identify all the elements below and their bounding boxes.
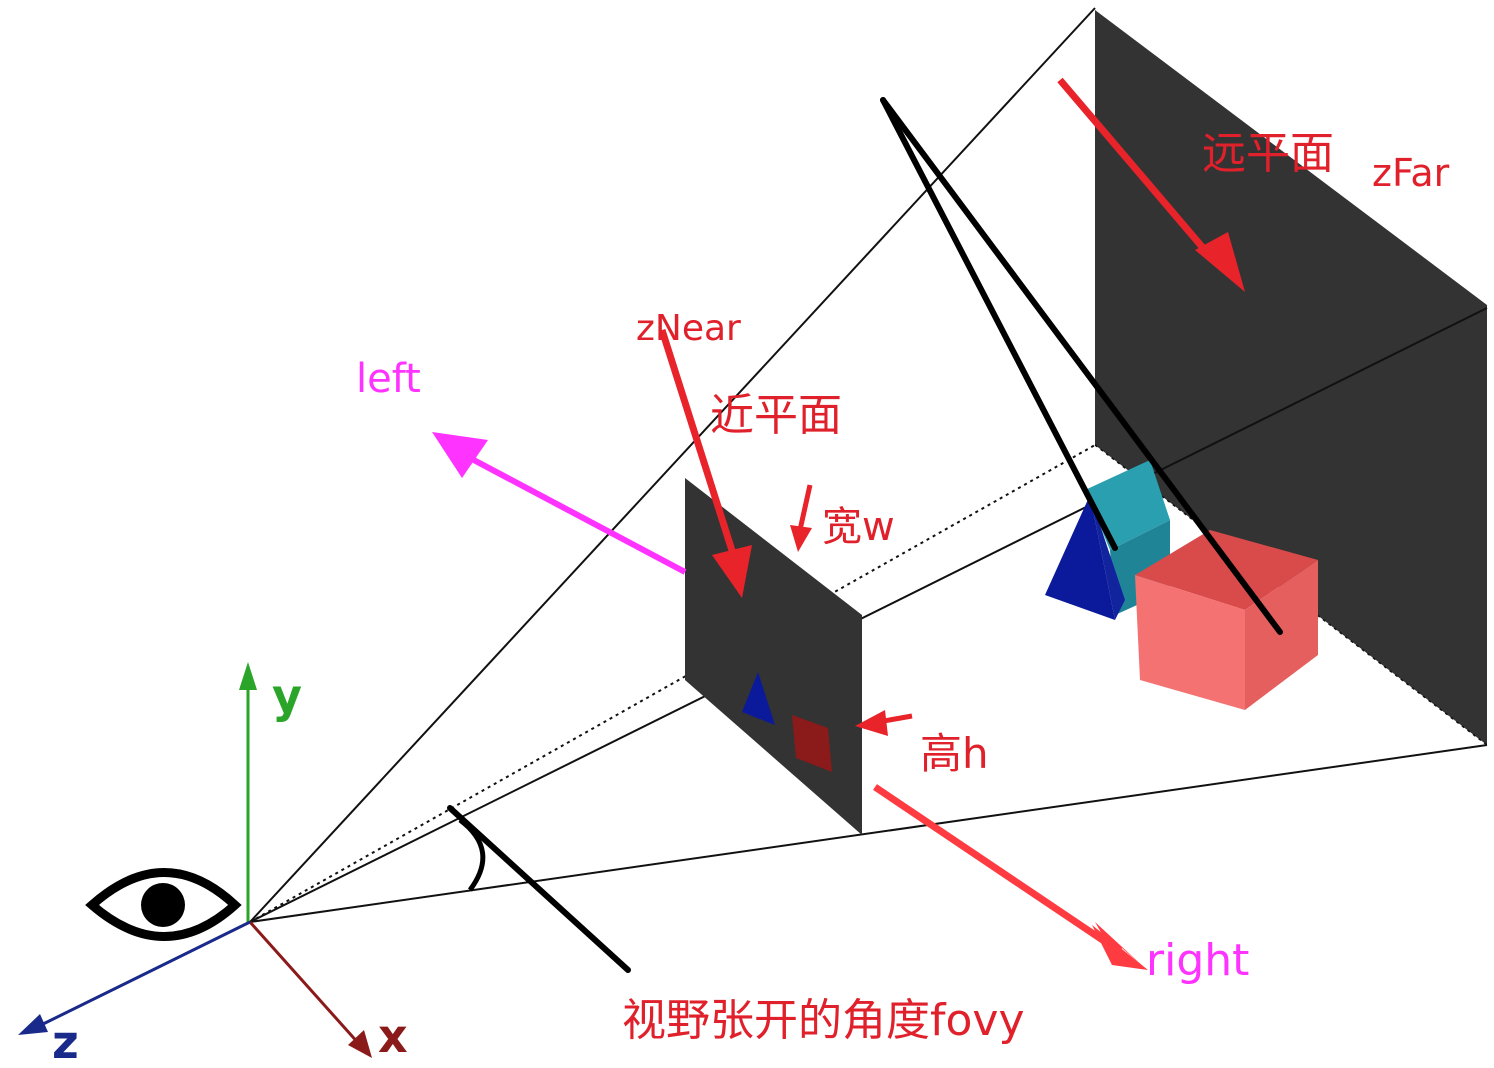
axis-x-label: x — [378, 1009, 408, 1063]
axis-y — [239, 662, 257, 922]
zfar-label: zFar — [1372, 151, 1450, 195]
eye-icon — [85, 868, 242, 941]
znear-arrow — [658, 328, 752, 598]
axis-z — [18, 920, 251, 1035]
axis-z-label: z — [52, 1015, 79, 1068]
axis-y-label: y — [272, 669, 302, 723]
height-arrow — [855, 710, 913, 736]
width-label: 宽w — [822, 504, 895, 550]
far-plane-arrow — [1057, 77, 1245, 292]
left-label: left — [356, 356, 421, 402]
pointer-lines — [447, 97, 1283, 973]
far-plane-label: 远平面 — [1202, 128, 1334, 179]
left-arrow — [432, 432, 687, 575]
right-arrow — [873, 784, 1148, 970]
width-arrow — [790, 484, 813, 552]
red-cube — [1135, 530, 1318, 710]
height-label: 高h — [920, 729, 989, 778]
near-plane-triangle — [742, 672, 775, 725]
fovy-label: 视野张开的角度fovy — [622, 995, 1025, 1046]
blue-pyramid — [1045, 495, 1125, 620]
znear-label: zNear — [636, 308, 741, 349]
fovy-arc — [458, 818, 486, 892]
near-plane-label: 近平面 — [710, 390, 842, 441]
axis-x — [248, 921, 372, 1058]
near-plane-square — [792, 715, 832, 772]
right-label: right — [1146, 935, 1249, 986]
far-plane — [1095, 10, 1487, 745]
